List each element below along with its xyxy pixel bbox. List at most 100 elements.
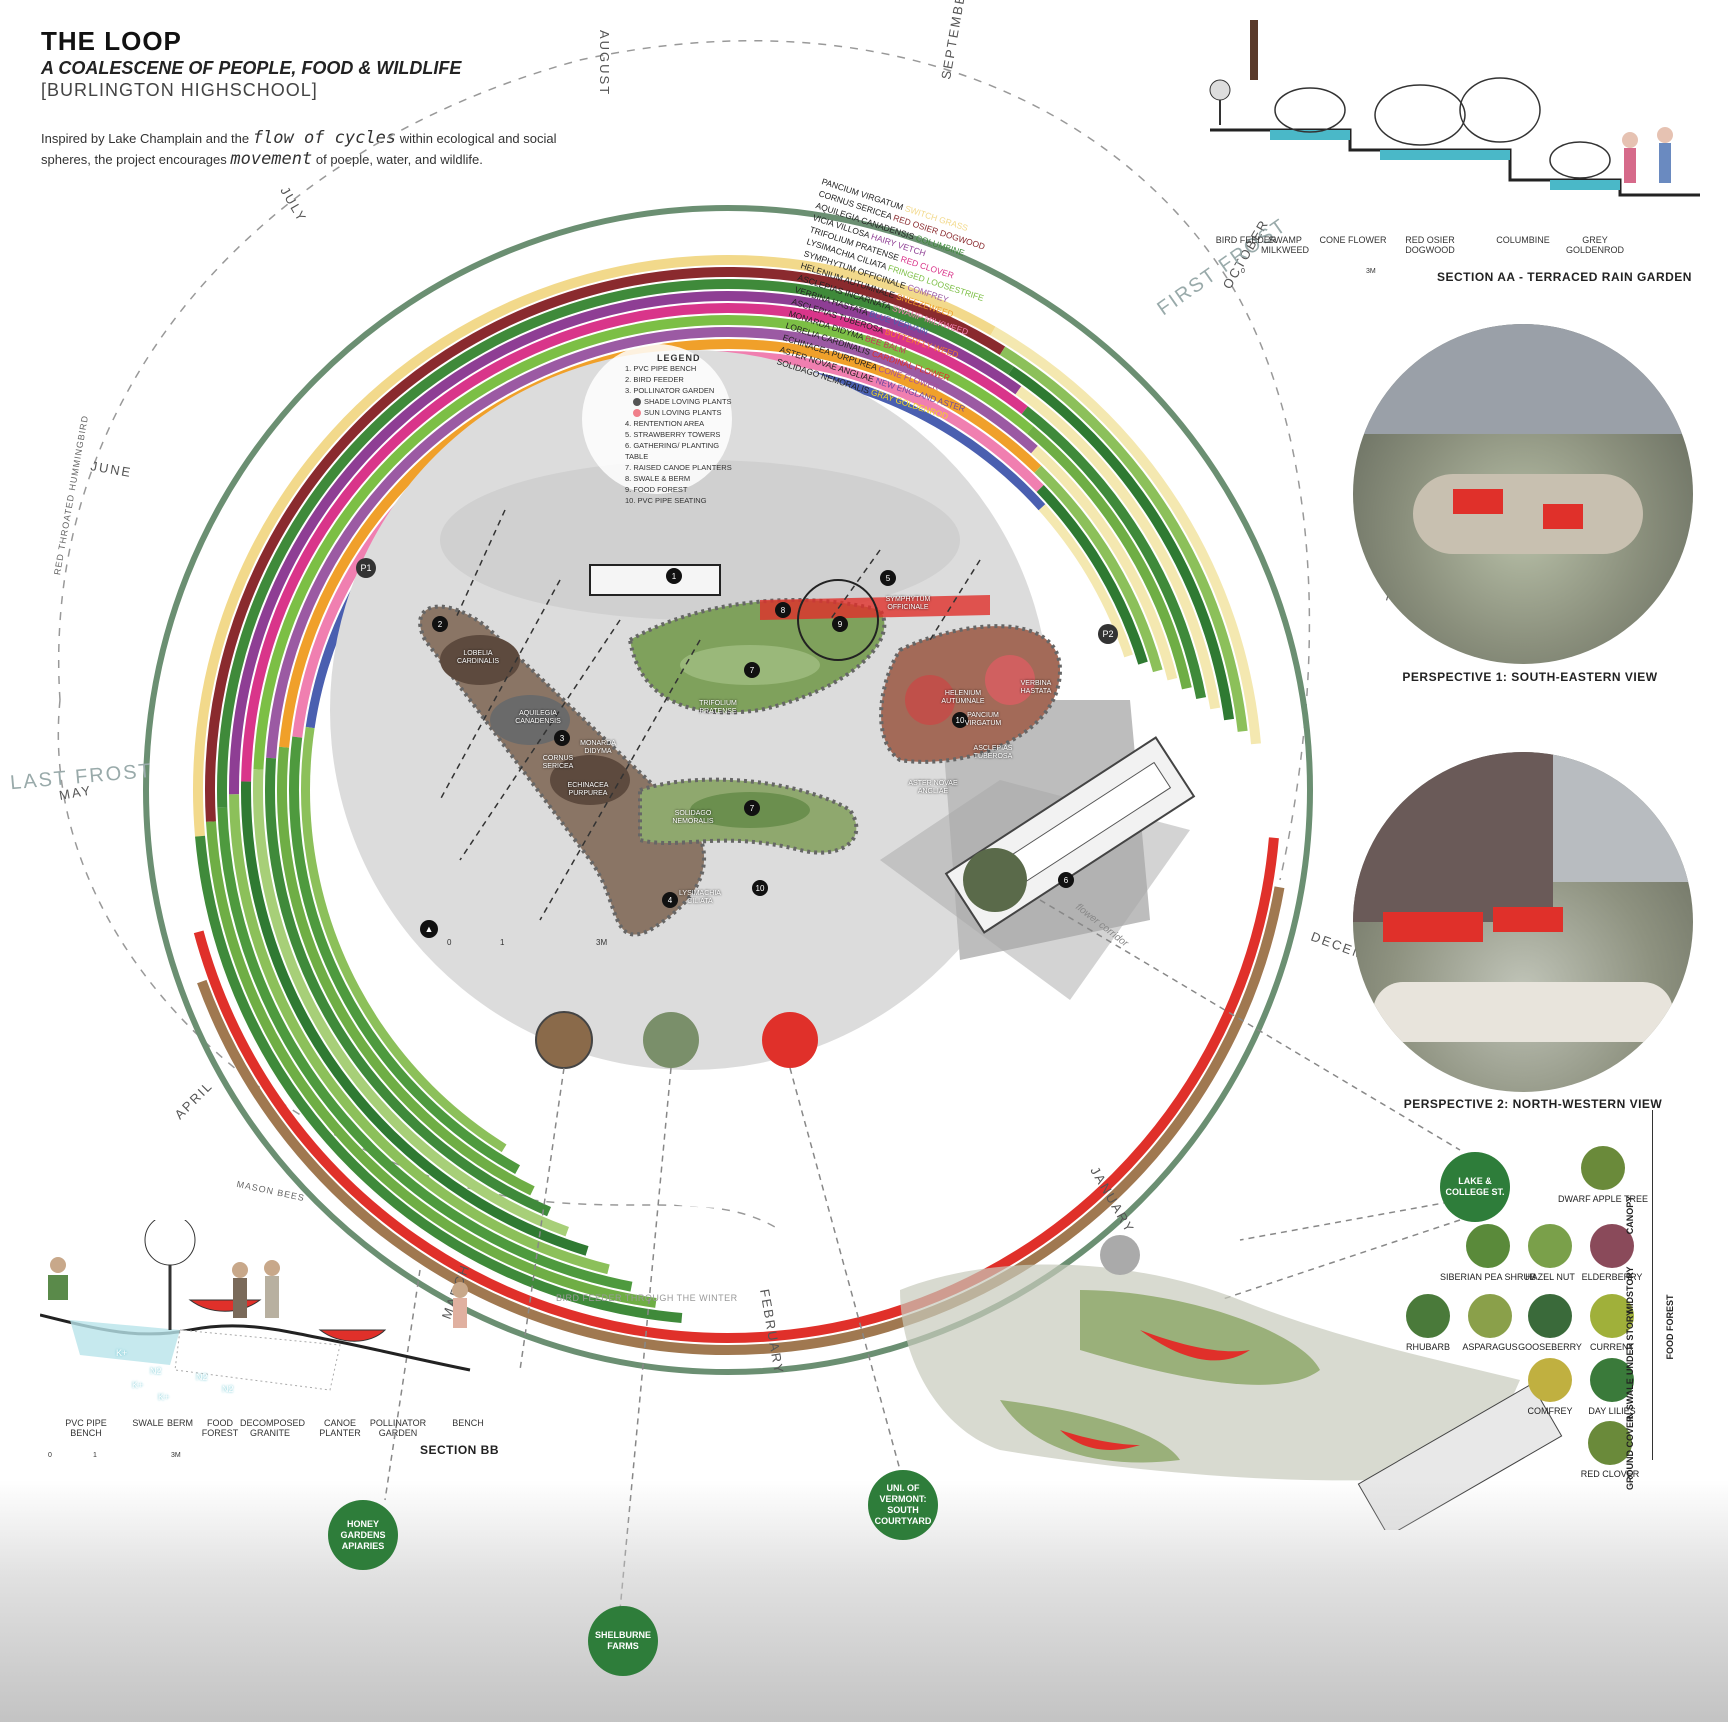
section-aa-label: CONE FLOWER xyxy=(1319,235,1387,245)
autumn-ring-7 xyxy=(1034,465,1163,673)
nutrient-label: N2 xyxy=(150,1366,162,1376)
growth-ring-6 xyxy=(265,757,552,1217)
school-name: [BURLINGTON HIGHSCHOOL] xyxy=(41,80,318,100)
pvc-pipe-bench xyxy=(589,564,721,596)
food-forest-plant-photo xyxy=(1581,1146,1625,1190)
food-forest-plant-label: GOOSEBERRY xyxy=(1518,1342,1582,1352)
bloom-ring-3 xyxy=(229,291,1022,795)
bed-plant-label: PANCIUM VIRGATUM xyxy=(964,712,1002,727)
bed-plant-label: HELENIUM AUTUMNALE xyxy=(941,690,985,705)
node-lake-college[interactable]: LAKE & COLLEGE ST. xyxy=(1440,1152,1510,1222)
base-ring-0 xyxy=(197,886,1285,1355)
plan-marker-7: 7 xyxy=(744,662,760,678)
nutrient-label: N2 xyxy=(196,1372,208,1382)
node-honey-gardens[interactable]: HONEY GARDENS APIARIES xyxy=(328,1500,398,1570)
food-forest-plant-photo xyxy=(1528,1224,1572,1268)
bloom-ring-5 xyxy=(253,315,1034,770)
bloom-ring-1 xyxy=(205,267,1006,822)
plan-scale-3m: 3M xyxy=(596,938,608,947)
section-aa-label: RED OSIER DOGWOOD xyxy=(1405,235,1455,255)
legend-item: SUN LOVING PLANTS xyxy=(633,407,735,418)
food-forest-plant-photo xyxy=(1528,1358,1572,1402)
growth-ring-4 xyxy=(241,781,589,1256)
bloom-ring-4 xyxy=(241,303,1028,782)
section-bb-label: POLLINATOR GARDEN xyxy=(369,1418,427,1438)
legend-item: 6. GATHERING/ PLANTING TABLE xyxy=(625,441,720,461)
section-bb-drawing xyxy=(40,1220,471,1391)
planting-table-photo xyxy=(963,848,1027,912)
growth-ring-2 xyxy=(217,807,633,1292)
month-july: JULY xyxy=(277,184,309,225)
growth-ring-1 xyxy=(205,821,657,1308)
section-aa-label: SWAMP MILKWEED xyxy=(1260,235,1309,255)
food-forest-group-label: FOOD FOREST xyxy=(1665,1294,1675,1360)
intro-part-1: Inspired by Lake Champlain and the xyxy=(41,131,250,146)
plan-marker-10: 10 xyxy=(752,880,768,896)
section-aa-scale: 0 xyxy=(1241,268,1245,275)
plan-marker-3: 3 xyxy=(554,730,570,746)
growth-ring-7 xyxy=(277,746,535,1196)
strawberry-tower-photo xyxy=(643,1012,699,1068)
nutrient-label: N2 xyxy=(222,1384,234,1394)
month-april: APRIL xyxy=(172,1078,216,1122)
food-forest-plant-label: COMFREY xyxy=(1527,1406,1573,1416)
food-forest-plant-label: HAZEL NUT xyxy=(1525,1272,1575,1282)
view-marker-p1: P1 xyxy=(356,558,376,578)
node-uvm-courtyard[interactable]: UNI. OF VERMONT: SOUTH COURTYARD xyxy=(868,1470,938,1540)
perspective-1-caption: PERSPECTIVE 1: SOUTH-EASTERN VIEW xyxy=(1402,670,1658,684)
plan-marker-6: 6 xyxy=(1058,872,1074,888)
sun-dot-icon xyxy=(633,409,641,418)
bed-east xyxy=(879,624,1063,764)
perspective-2-image xyxy=(1353,752,1693,1092)
autumn-ring-2 xyxy=(1008,366,1235,721)
bed-plant-label: TRIFOLIUM PRATENSE xyxy=(699,700,737,715)
plan-marker-10: 10 xyxy=(952,712,968,728)
bloom-ring-6 xyxy=(266,327,1038,759)
node-shelburne-farms[interactable]: SHELBURNE FARMS xyxy=(588,1606,658,1676)
section-bb-label: PVC PIPE BENCH xyxy=(65,1418,107,1438)
autumn-ring-8 xyxy=(1036,485,1148,665)
section-bb-scale-3m: 3M xyxy=(171,1452,181,1459)
month-may: MAY xyxy=(58,782,93,803)
autumn-ring-0 xyxy=(990,326,1261,745)
food-forest-plant-label: DWARF APPLE TREE xyxy=(1557,1194,1649,1204)
section-aa-drawing xyxy=(1209,20,1700,197)
legend-item: 9. FOOD FOREST xyxy=(625,485,688,494)
bed-plant-label: LYSIMACHIA CILIATA xyxy=(679,890,721,905)
intro-text: Inspired by Lake Champlain and the flow … xyxy=(41,128,581,170)
section-bb-label: BENCH xyxy=(452,1418,484,1428)
mason-bee-house-photo xyxy=(535,1011,593,1069)
bed-plant-label: ASCLEPIAS TUBEROSA xyxy=(973,745,1013,760)
plan-marker-4: 4 xyxy=(662,892,678,908)
food-forest-plant-label: RHUBARB xyxy=(1405,1342,1450,1352)
food-forest-plant-label: RED CLOVER xyxy=(1580,1469,1640,1479)
bed-plant-label: SYMPHYTUM OFFICINALE xyxy=(885,596,931,611)
bed-plant-label: SOLIDAGO NEMORALIS xyxy=(672,810,714,825)
axonometric-view xyxy=(900,1235,1563,1530)
legend-title: LEGEND xyxy=(657,353,701,363)
food-forest-plant-label: ASPARAGUS xyxy=(1462,1342,1518,1352)
grid-dash-lines xyxy=(439,509,981,921)
growth-ring-8 xyxy=(289,736,521,1174)
bed-plant-label: VERBINA HASTATA xyxy=(1020,680,1052,695)
intro-part-2: within ecological and social spheres, th… xyxy=(41,131,557,167)
autumn-ring-6 xyxy=(1031,445,1178,681)
bed-plant-label: AQUILEGIA CANADENSIS xyxy=(515,710,561,725)
food-forest-plant-photo xyxy=(1466,1224,1510,1268)
food-forest-plant-label: CURRENT xyxy=(1590,1342,1634,1352)
food-forest-plant-label: DAY LILIES xyxy=(1588,1406,1636,1416)
legend-item: SHADE LOVING PLANTS xyxy=(633,396,735,407)
legend-item: 8. SWALE & BERM xyxy=(625,474,691,483)
section-aa-scale: 3M xyxy=(1366,268,1376,275)
legend-item: 10. PVC PIPE SEATING xyxy=(625,496,707,505)
plan-marker-5: 5 xyxy=(880,570,896,586)
food-forest-plant-label: ELDERBERRY xyxy=(1581,1272,1643,1282)
growth-ring-0 xyxy=(195,835,683,1323)
autumn-ring-4 xyxy=(1021,406,1207,699)
month-june: JUNE xyxy=(89,458,133,480)
plan-marker-2: 2 xyxy=(432,616,448,632)
section-bb-label: DECOMPOSED GRANITE xyxy=(240,1418,306,1438)
section-aa-label: BIRD FEEDER xyxy=(1215,235,1277,245)
bed-plant-label: MONARDA DIDYMA xyxy=(580,740,616,755)
